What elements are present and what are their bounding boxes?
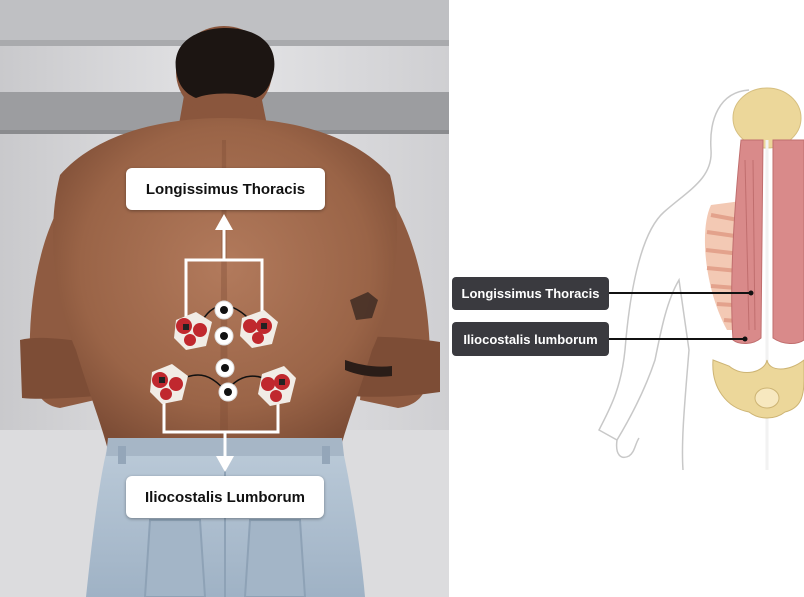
erector-spinae-muscles <box>731 139 804 470</box>
back-muscles-diagram <box>598 87 804 471</box>
photo-label-longissimus-thoracis: Longissimus Thoracis <box>126 168 325 210</box>
pelvis <box>712 359 804 419</box>
emg-sensor-upper-left <box>174 312 212 350</box>
emg-sensor-upper-right <box>240 310 278 348</box>
anatomy-label-iliocostalis-lumborum: Iliocostalis lumborum <box>452 322 609 356</box>
reference-electrode-lower <box>215 358 238 402</box>
emg-sensor-lower-left <box>150 364 188 404</box>
reference-electrode-upper <box>214 300 234 346</box>
photo-label-iliocostalis-lumborum: Iliocostalis Lumborum <box>126 476 324 518</box>
emg-sensor-lower-right <box>258 366 296 406</box>
back-photo: Longissimus Thoracis Iliocostalis Lumbor… <box>0 0 449 597</box>
anatomy-label-longissimus-thoracis: Longissimus Thoracis <box>452 277 609 310</box>
anatomy-illustration: Longissimus Thoracis Iliocostalis lumbor… <box>449 0 804 597</box>
